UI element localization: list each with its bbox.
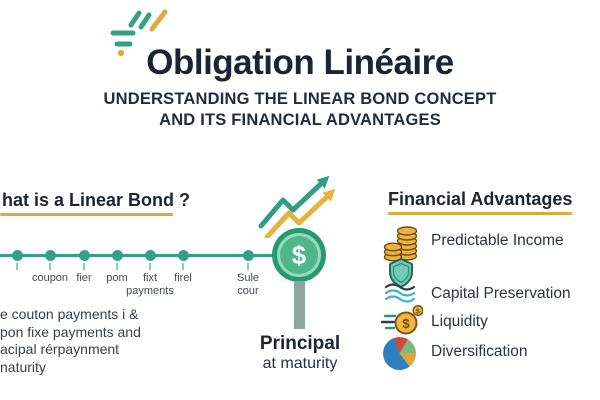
svg-text:$: $ xyxy=(402,316,410,331)
principal-label: Principal xyxy=(259,333,341,354)
svg-text:$: $ xyxy=(416,308,420,315)
timeline-dot xyxy=(243,250,254,261)
subtitle-line-1: UNDERSTANDING THE LINEAR BOND CONCEPT xyxy=(103,90,497,108)
subtitle-line-2: AND ITS FINANCIAL ADVANTAGES xyxy=(159,111,441,129)
advantage-label: Predictable Income xyxy=(431,232,564,249)
what-is-heading: hat is a Linear Bond ? xyxy=(2,190,191,210)
coin-stacks-icon xyxy=(383,226,418,262)
water-waves-icon xyxy=(384,283,416,303)
timeline-label: pom xyxy=(106,272,128,284)
advantage-label: Liquidity xyxy=(431,313,488,330)
coin-speed-lines-icon: $ $ xyxy=(381,304,423,335)
sparkle-burst-icon xyxy=(110,9,168,57)
page-title: Obligation Linéaire xyxy=(146,43,454,83)
timeline-label: firel xyxy=(174,272,192,284)
timeline-tick xyxy=(83,263,85,270)
description-line: pon fixe payments and xyxy=(0,323,141,340)
advantages-heading-underline xyxy=(388,212,572,215)
timeline-dot xyxy=(112,250,123,261)
timeline-tick xyxy=(149,263,151,270)
timeline-tick xyxy=(49,263,51,270)
timeline-dot xyxy=(79,250,90,261)
timeline-axis xyxy=(0,254,273,257)
timeline-tick xyxy=(116,263,118,270)
timeline-dot xyxy=(178,250,189,261)
description-line: naturity xyxy=(0,358,46,375)
what-is-heading-underline xyxy=(0,213,173,216)
timeline-dot xyxy=(12,250,23,261)
rising-arrows-icon xyxy=(258,175,336,238)
dollar-sign-icon: $ xyxy=(277,233,321,277)
description-line: e couton payments i & xyxy=(0,306,139,322)
bond-description: e couton payments i & pon fixe payments … xyxy=(0,306,141,376)
principal-sublabel: at maturity xyxy=(262,355,338,372)
timeline-tick xyxy=(16,263,18,270)
principal-bar xyxy=(294,281,305,329)
timeline-label: fier xyxy=(76,272,92,284)
timeline-dot xyxy=(145,250,156,261)
timeline-tick xyxy=(247,263,249,270)
advantage-label: Capital Preservation xyxy=(431,285,571,302)
timeline-label: coupon xyxy=(31,272,69,284)
timeline-tick xyxy=(182,263,184,270)
advantage-label: Diversification xyxy=(431,343,528,360)
advantages-heading: Financial Advantages xyxy=(388,189,573,209)
pie-chart-icon xyxy=(383,337,416,370)
description-line: acipal rérpaynment xyxy=(0,341,120,357)
timeline-dot xyxy=(45,250,56,261)
dollar-symbol: $ xyxy=(291,240,307,270)
principal-dollar-coin: $ xyxy=(272,228,326,282)
